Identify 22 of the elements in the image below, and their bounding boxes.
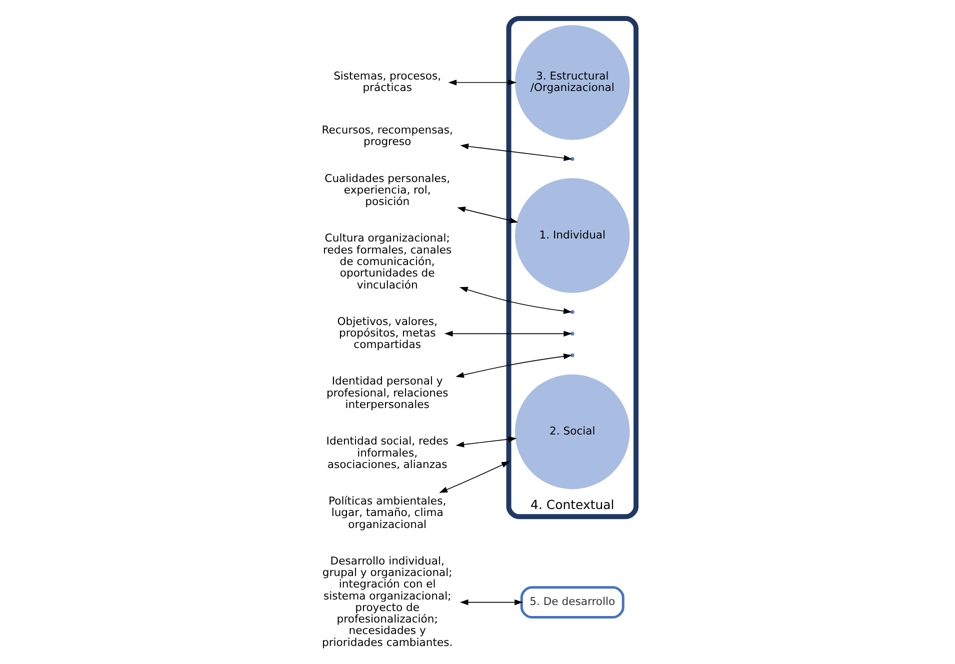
arrow — [459, 286, 572, 314]
node-text: Sistemas, procesos, prácticas — [333, 70, 441, 94]
arrow — [455, 353, 572, 378]
node-text: Cultura organizacional; redes formales, canales de comunicación, oportunidades de vinculación — [322, 232, 452, 292]
node-text: Identidad personal y profesional, relaciones interpersonales — [326, 374, 448, 412]
node-text: Cualidades personales, experiencia, rol, posición — [324, 172, 450, 208]
arrow — [444, 330, 572, 337]
node-text: Objetivos, valores, propósitos, metas compartidas — [336, 314, 437, 352]
node-box: 5. De desarrollo — [520, 586, 624, 619]
arrow — [455, 436, 516, 448]
node-text: Identidad social, redes informales, asociaciones, alianzas — [326, 434, 448, 471]
node-circle: 1. Individual — [514, 178, 630, 293]
arrow — [456, 206, 518, 224]
arrow — [459, 599, 522, 606]
arrow — [460, 144, 572, 161]
node-circle: 3. Estructural /Organizacional — [514, 25, 630, 140]
node-circle: 2. Social — [514, 374, 630, 490]
node-text: Desarrollo individual, grupal y organizacional; integración con el sistema organizacional; proyecto de profesionalización; necesidades y prioridades cambiantes. — [322, 554, 452, 649]
arrow — [448, 80, 516, 86]
node-text: Recursos, recompensas, progreso — [321, 124, 452, 148]
arrow — [438, 461, 510, 493]
node-text: Políticas ambientales, lugar, tamaño, clima organizacional — [328, 494, 446, 531]
